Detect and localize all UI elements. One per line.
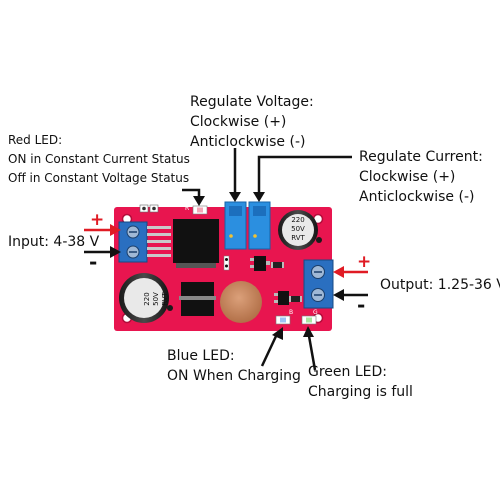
red-led-desc-1: ON in Constant Current Status (8, 152, 190, 166)
small-chip (254, 256, 266, 271)
current-pointer (257, 155, 352, 193)
inductor (220, 281, 262, 323)
green-led-pointer (307, 335, 317, 371)
cap-text-line: 50V (291, 225, 305, 233)
red-led-label: Red LED: ON in Constant Current Status O… (8, 131, 190, 188)
regulate-voltage-cw: Clockwise (+) (190, 114, 287, 130)
silk-r: R (185, 205, 190, 212)
cap-text-rotated: 50V (152, 279, 161, 319)
blue-led-label: Blue LED: ON When Charging (167, 346, 301, 386)
regulate-current-title: Regulate Current: (359, 149, 483, 165)
green-led-title: Green LED: (308, 364, 387, 380)
capacitor-top-label: 220 50V RVT (283, 216, 313, 243)
silk-b: B (289, 309, 294, 316)
red-led-title: Red LED: (8, 133, 63, 147)
input-plus-sign: + (90, 210, 105, 230)
output-label: Output: 1.25-36 V (380, 277, 500, 293)
output-minus-sign: - (357, 293, 366, 317)
blue-led-pointer (260, 333, 279, 367)
cap-text-line: 220 (143, 292, 151, 306)
red-led-desc-2: Off in Constant Voltage Status (8, 171, 190, 185)
regulate-voltage-label: Regulate Voltage: Clockwise (+) Anticloc… (190, 92, 314, 152)
cap-text-line: 50V (152, 292, 160, 306)
capacitor-bottom-label: 220 50V RVT (135, 286, 169, 312)
regulate-current-acw: Anticlockwise (-) (359, 189, 475, 205)
resistor (291, 296, 300, 302)
cap-text-rotated: 220 (143, 279, 152, 319)
red-led-pointer (182, 188, 201, 197)
regulate-current-label: Regulate Current: Clockwise (+) Anticloc… (359, 147, 483, 207)
output-plus-sign: + (357, 252, 372, 272)
regulate-voltage-acw: Anticlockwise (-) (190, 134, 306, 150)
blue-led-desc: ON When Charging (167, 368, 301, 384)
green-led-desc: Charging is full (308, 384, 413, 400)
cap-text-line: RVT (161, 292, 169, 306)
pad-dot (152, 206, 156, 211)
small-chip (278, 291, 289, 305)
regulate-voltage-title: Regulate Voltage: (190, 94, 314, 110)
silk-g: G (313, 309, 318, 316)
input-minus-sign: - (89, 250, 98, 274)
main-ic (173, 219, 219, 263)
cap-text-rotated: RVT (161, 279, 170, 319)
resistor (273, 262, 282, 268)
input-label: Input: 4-38 V (8, 234, 100, 250)
cap-text-line: 220 (291, 216, 305, 224)
cap-text-line: RVT (291, 234, 305, 242)
blue-led-title: Blue LED: (167, 348, 235, 364)
green-led-label: Green LED: Charging is full (308, 362, 413, 402)
pad-dot (142, 206, 146, 211)
regulate-current-cw: Clockwise (+) (359, 169, 456, 185)
